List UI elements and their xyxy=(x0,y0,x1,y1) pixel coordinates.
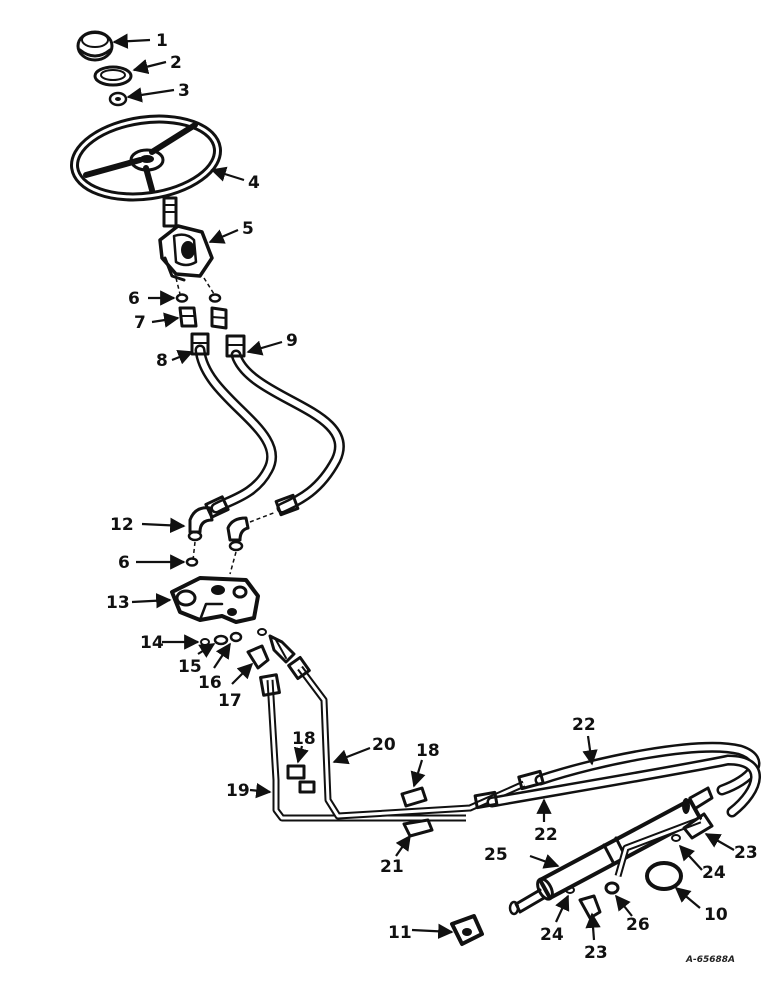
callout-5: 5 xyxy=(242,219,254,239)
clamp-ring-part xyxy=(645,861,683,891)
seal-part xyxy=(565,834,681,894)
hose-end-fitting xyxy=(204,493,300,519)
callout-13: 13 xyxy=(106,593,130,613)
o-ring-part xyxy=(175,293,222,303)
horn-cap-part xyxy=(76,30,114,62)
callout-23-bottom: 23 xyxy=(584,943,608,963)
callout-20: 20 xyxy=(372,735,396,755)
callout-10: 10 xyxy=(704,905,728,925)
callout-2: 2 xyxy=(170,53,182,73)
alignment-line xyxy=(175,277,181,295)
callout-21: 21 xyxy=(380,857,404,877)
callout-7: 7 xyxy=(134,313,146,333)
hydraulic-hose-part xyxy=(190,332,277,514)
power-steering-cylinder-part xyxy=(508,786,714,916)
callout-16: 16 xyxy=(198,673,222,693)
elbow-fitting-part xyxy=(578,812,714,920)
callout-15: 15 xyxy=(178,657,202,677)
steering-hand-pump-part xyxy=(158,196,214,282)
tube-clamp-part xyxy=(402,818,434,838)
callout-14: 14 xyxy=(140,633,164,653)
callout-6-bottom: 6 xyxy=(118,553,130,573)
callout-23-right: 23 xyxy=(734,843,758,863)
drawing-number: A-65688A xyxy=(685,955,735,965)
callout-1: 1 xyxy=(156,31,168,51)
elbow-fitting-part xyxy=(187,506,250,552)
alignment-line xyxy=(249,511,277,523)
callout-18-right: 18 xyxy=(416,741,440,761)
alignment-line xyxy=(203,277,215,295)
callout-26: 26 xyxy=(626,915,650,935)
elbow-fitting-part xyxy=(246,644,270,670)
callout-24-bottom: 24 xyxy=(540,925,564,945)
hydraulic-hose-part xyxy=(225,334,345,514)
alignment-line xyxy=(192,541,196,561)
callout-11: 11 xyxy=(388,923,412,943)
retainer-ring-part xyxy=(93,65,133,87)
hydraulic-hose-part xyxy=(473,741,761,818)
callout-18-left: 18 xyxy=(292,729,316,749)
control-valve-part xyxy=(170,576,260,624)
o-ring-part xyxy=(185,557,199,567)
callout-9: 9 xyxy=(286,331,298,351)
callout-17: 17 xyxy=(218,691,242,711)
callout-3: 3 xyxy=(178,81,190,101)
callout-25: 25 xyxy=(484,845,508,865)
steering-wheel-part xyxy=(70,114,222,202)
callout-24-right: 24 xyxy=(702,863,726,883)
mounting-bracket-part xyxy=(450,914,484,946)
callout-4: 4 xyxy=(248,173,260,193)
nut-part xyxy=(604,881,620,895)
callout-22-bottom: 22 xyxy=(534,825,558,845)
callout-22-top: 22 xyxy=(572,715,596,735)
leader-arrows xyxy=(112,33,735,941)
callout-8: 8 xyxy=(156,351,168,371)
steel-tube-part xyxy=(287,655,526,820)
connector-fitting-part xyxy=(178,306,228,330)
nut-part xyxy=(108,91,128,107)
tube-clamp-part xyxy=(286,764,428,808)
alignment-line xyxy=(229,551,237,575)
straight-fitting-part xyxy=(268,634,296,664)
callout-6-top: 6 xyxy=(128,289,140,309)
seal-washer-part xyxy=(200,628,267,646)
callout-19: 19 xyxy=(226,781,250,801)
callout-12: 12 xyxy=(110,515,134,535)
